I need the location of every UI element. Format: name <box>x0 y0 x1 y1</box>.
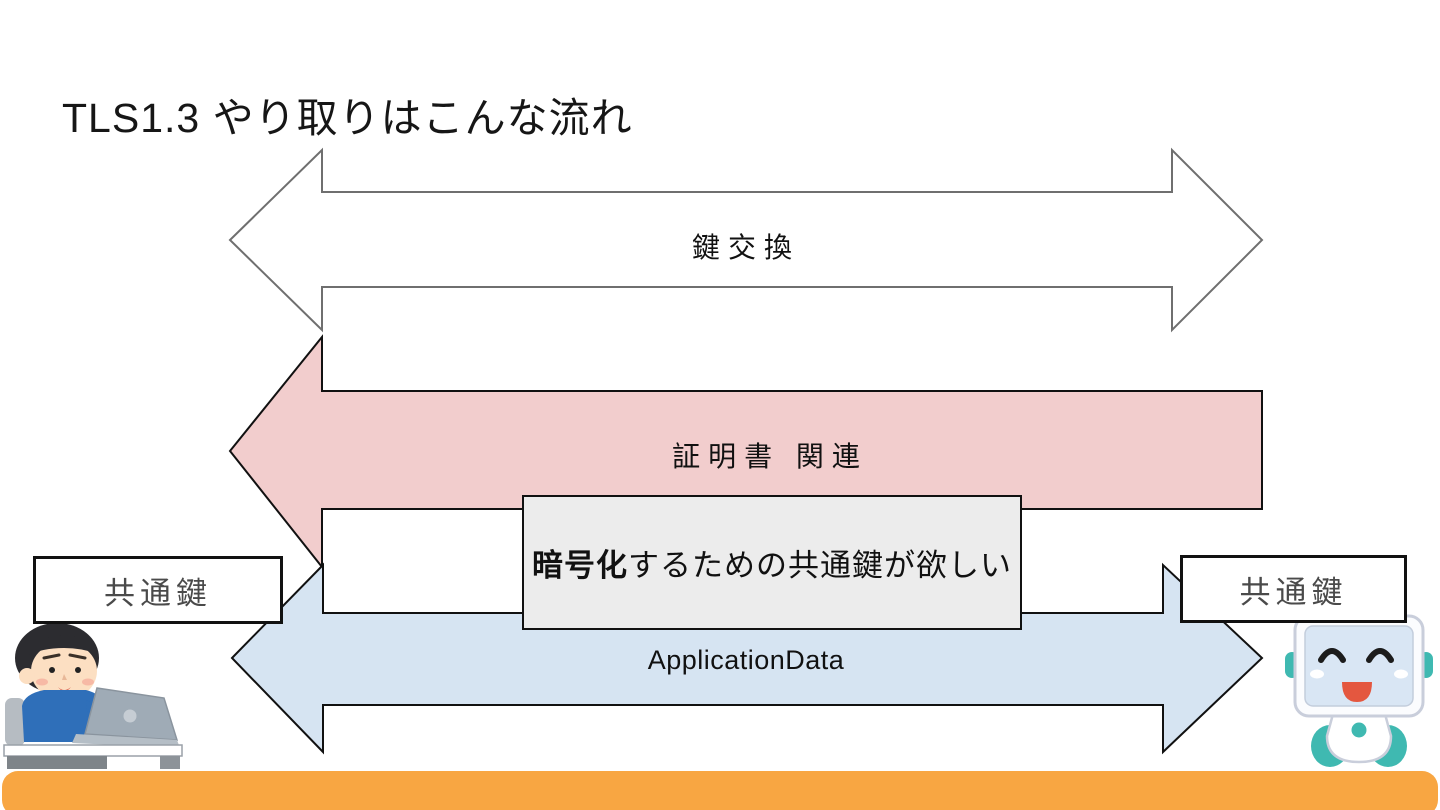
key-exchange-arrow <box>228 147 1264 333</box>
desk-top <box>3 744 183 757</box>
page-title: TLS1.3 やり取りはこんな流れ <box>62 95 633 141</box>
shared-key-label-left: 共通鍵 <box>104 575 212 611</box>
encryption-note-bold: 暗号化 <box>532 548 628 583</box>
shared-key-box-right: 共通鍵 <box>1180 555 1407 623</box>
robot-mouth <box>1342 682 1372 702</box>
certificate-arrow <box>228 334 1263 570</box>
person-eye-left <box>49 667 55 673</box>
robot-illustration <box>1285 614 1433 767</box>
encryption-note-box: 暗号化 するための共通鍵が欲しい <box>522 495 1022 630</box>
chair <box>5 698 25 746</box>
robot-button <box>1351 722 1367 738</box>
person-eyebrow-right <box>68 653 87 660</box>
desk-leg <box>160 756 180 769</box>
robot-eye-left <box>1318 648 1346 663</box>
laptop-logo <box>123 709 137 723</box>
person-illustration <box>3 623 183 769</box>
person-eyebrow-left <box>42 653 61 660</box>
person-eye-right <box>75 667 81 673</box>
application-data-label: ApplicationData <box>647 645 845 675</box>
robot-cheek-right <box>1394 669 1408 679</box>
application-data-arrow <box>230 562 1264 755</box>
certificate-label: 証明書 関連 <box>672 441 868 472</box>
robot-face-screen <box>1304 625 1414 707</box>
robot-eye-right <box>1366 648 1394 663</box>
robot-cheek-left <box>1310 669 1324 679</box>
desk-panel <box>7 756 107 769</box>
encryption-note-rest: するための共通鍵が欲しい <box>628 548 1012 583</box>
key-exchange-label: 鍵交換 <box>691 232 800 263</box>
robot-body <box>1325 712 1393 764</box>
shared-key-box-left: 共通鍵 <box>33 556 283 624</box>
footer-accent-bar <box>2 771 1438 810</box>
shared-key-label-right: 共通鍵 <box>1239 574 1348 610</box>
